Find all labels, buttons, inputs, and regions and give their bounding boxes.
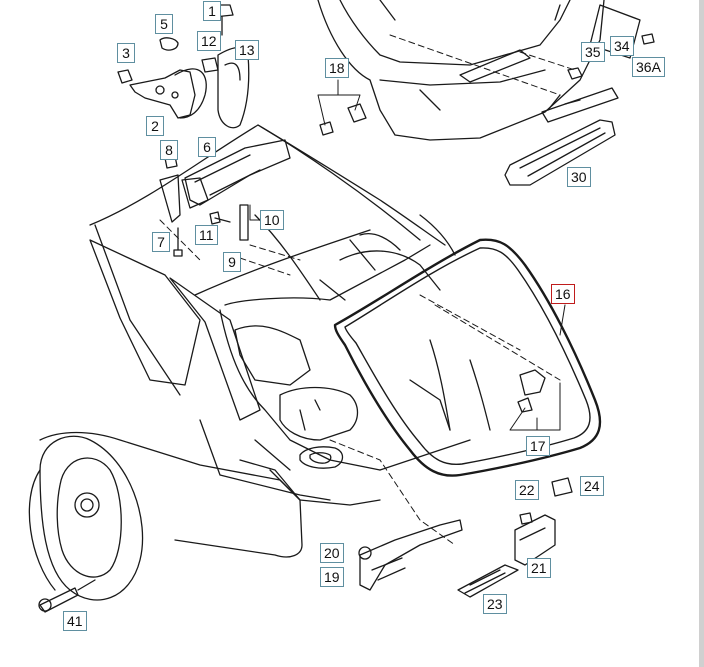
callout-19: 19: [320, 567, 344, 587]
leader-lines: [159, 34, 576, 546]
callout-41: 41: [63, 611, 87, 631]
lock-parts: [38, 369, 573, 613]
callout-13: 13: [235, 40, 259, 60]
hinge-assembly: [117, 4, 367, 257]
page-edge: [699, 0, 704, 667]
side-window-rear: [89, 239, 201, 386]
brake-light: [504, 119, 616, 186]
callout-18: 18: [325, 58, 349, 78]
tailgate: [317, 0, 655, 186]
callout-6: 6: [198, 137, 216, 157]
callout-17: 17: [526, 436, 550, 456]
callout-30: 30: [567, 167, 591, 187]
callout-36a: 36A: [632, 57, 665, 77]
callout-9: 9: [223, 252, 241, 272]
callout-16: 16: [551, 284, 575, 304]
callout-1: 1: [203, 1, 221, 21]
callout-5: 5: [155, 14, 173, 34]
callout-23: 23: [483, 594, 507, 614]
tailgate-seal: [333, 238, 602, 477]
callout-24: 24: [580, 476, 604, 496]
callout-3: 3: [117, 43, 135, 63]
callout-10: 10: [260, 210, 284, 230]
rear-wheel: [39, 435, 144, 601]
callout-21: 21: [527, 558, 551, 578]
callout-20: 20: [320, 543, 344, 563]
callout-12: 12: [197, 31, 221, 51]
callout-8: 8: [160, 140, 178, 160]
car-body: [28, 124, 491, 601]
callout-7: 7: [152, 232, 170, 252]
callout-22: 22: [515, 480, 539, 500]
callout-2: 2: [146, 116, 164, 136]
spare-wheel-well: [279, 386, 359, 441]
callout-11: 11: [195, 225, 218, 245]
callout-35: 35: [581, 42, 605, 62]
callout-34: 34: [610, 36, 634, 56]
